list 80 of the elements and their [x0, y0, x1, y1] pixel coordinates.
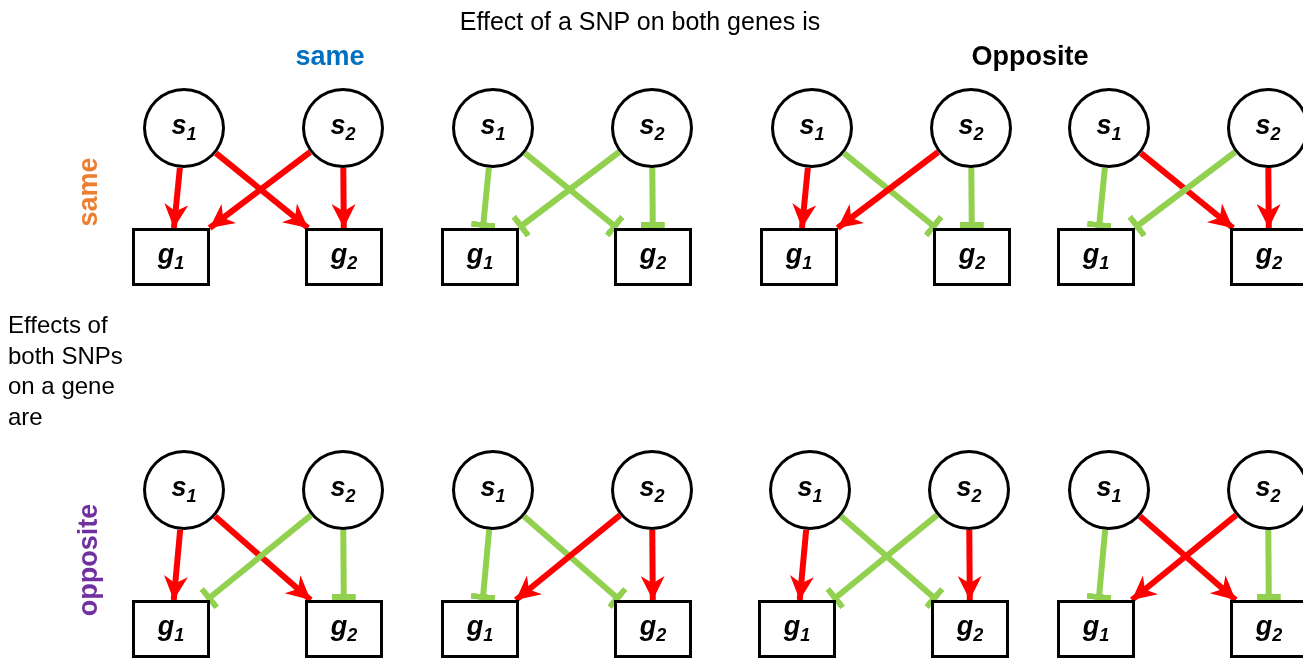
inhibition-line [838, 513, 945, 610]
node-label: g$_{2}$ [1255, 613, 1283, 645]
node-label: g$_{1}$ [466, 241, 494, 273]
node-label: s$_{2}$ [639, 474, 665, 506]
node-label: g$_{2}$ [639, 241, 667, 273]
node-label: s$_{2}$ [958, 112, 984, 144]
inhibition-line [1086, 529, 1112, 602]
gene-box [614, 228, 692, 286]
gene-box [933, 228, 1011, 286]
inhibition-line [199, 512, 313, 610]
arrow [957, 529, 982, 601]
inhibition-line [471, 167, 496, 230]
gene-box [441, 228, 519, 286]
inhibition-line [825, 512, 939, 610]
node-label: g$_{1}$ [1082, 613, 1110, 645]
node-label: g$_{2}$ [330, 613, 358, 645]
node-label: s$_{1}$ [171, 474, 197, 506]
node-label: s$_{2}$ [1255, 474, 1281, 506]
node-label: g$_{1}$ [1082, 241, 1110, 273]
node-label: g$_{1}$ [783, 613, 811, 645]
row-heading: Effects of both SNPs on a gene are [8, 310, 123, 433]
node-label: s$_{2}$ [1255, 112, 1281, 144]
node-label: s$_{2}$ [330, 474, 356, 506]
node-label: s$_{1}$ [1096, 112, 1122, 144]
node-label: s$_{1}$ [797, 474, 823, 506]
arrow [792, 167, 817, 229]
column-label: Opposite [971, 40, 1089, 73]
arrow [789, 529, 814, 601]
node-label: s$_{2}$ [639, 112, 665, 144]
gene-box [441, 600, 519, 658]
inhibition-line [1256, 529, 1281, 601]
node-label: g$_{2}$ [958, 241, 986, 273]
gene-box [758, 600, 836, 658]
node-label: g$_{2}$ [1255, 241, 1283, 273]
inhibition-line [959, 167, 984, 229]
gene-box [132, 228, 210, 286]
gene-box [1057, 228, 1135, 286]
gene-box [305, 228, 383, 286]
heading: Effect of a SNP on both genes is [459, 6, 821, 36]
inhibition-line [470, 529, 496, 602]
node-label: s$_{1}$ [480, 474, 506, 506]
row-label: same [71, 157, 104, 227]
inhibition-line [331, 529, 356, 601]
arrow [514, 512, 622, 603]
inhibition-line [1087, 167, 1112, 230]
inhibition-line [842, 150, 944, 238]
node-label: g$_{1}$ [157, 613, 185, 645]
gene-box [614, 600, 692, 658]
gene-box [1057, 600, 1135, 658]
arrow [163, 529, 188, 601]
gene-box [132, 600, 210, 658]
node-label: s$_{1}$ [799, 112, 825, 144]
inhibition-line [1127, 149, 1237, 238]
node-label: s$_{1}$ [1096, 474, 1122, 506]
node-label: s$_{2}$ [956, 474, 982, 506]
gene-box [1230, 600, 1303, 658]
arrow [1256, 167, 1281, 229]
gene-box [931, 600, 1009, 658]
row-label: opposite [71, 503, 104, 617]
node-label: s$_{1}$ [480, 112, 506, 144]
gene-box [760, 228, 838, 286]
inhibition-line [521, 513, 628, 610]
node-label: g$_{1}$ [466, 613, 494, 645]
arrow [1139, 150, 1235, 231]
gene-box [1230, 228, 1303, 286]
column-label: same [295, 40, 365, 73]
arrow [331, 167, 356, 229]
node-label: g$_{1}$ [157, 241, 185, 273]
node-label: g$_{2}$ [330, 241, 358, 273]
gene-box [305, 600, 383, 658]
arrow [212, 513, 313, 603]
node-label: g$_{1}$ [785, 241, 813, 273]
node-label: g$_{2}$ [956, 613, 984, 645]
arrow [640, 529, 665, 601]
arrow [835, 149, 940, 231]
node-label: s$_{2}$ [330, 112, 356, 144]
arrow [164, 167, 189, 229]
node-label: s$_{1}$ [171, 112, 197, 144]
node-label: g$_{2}$ [639, 613, 667, 645]
inhibition-line [640, 167, 665, 229]
